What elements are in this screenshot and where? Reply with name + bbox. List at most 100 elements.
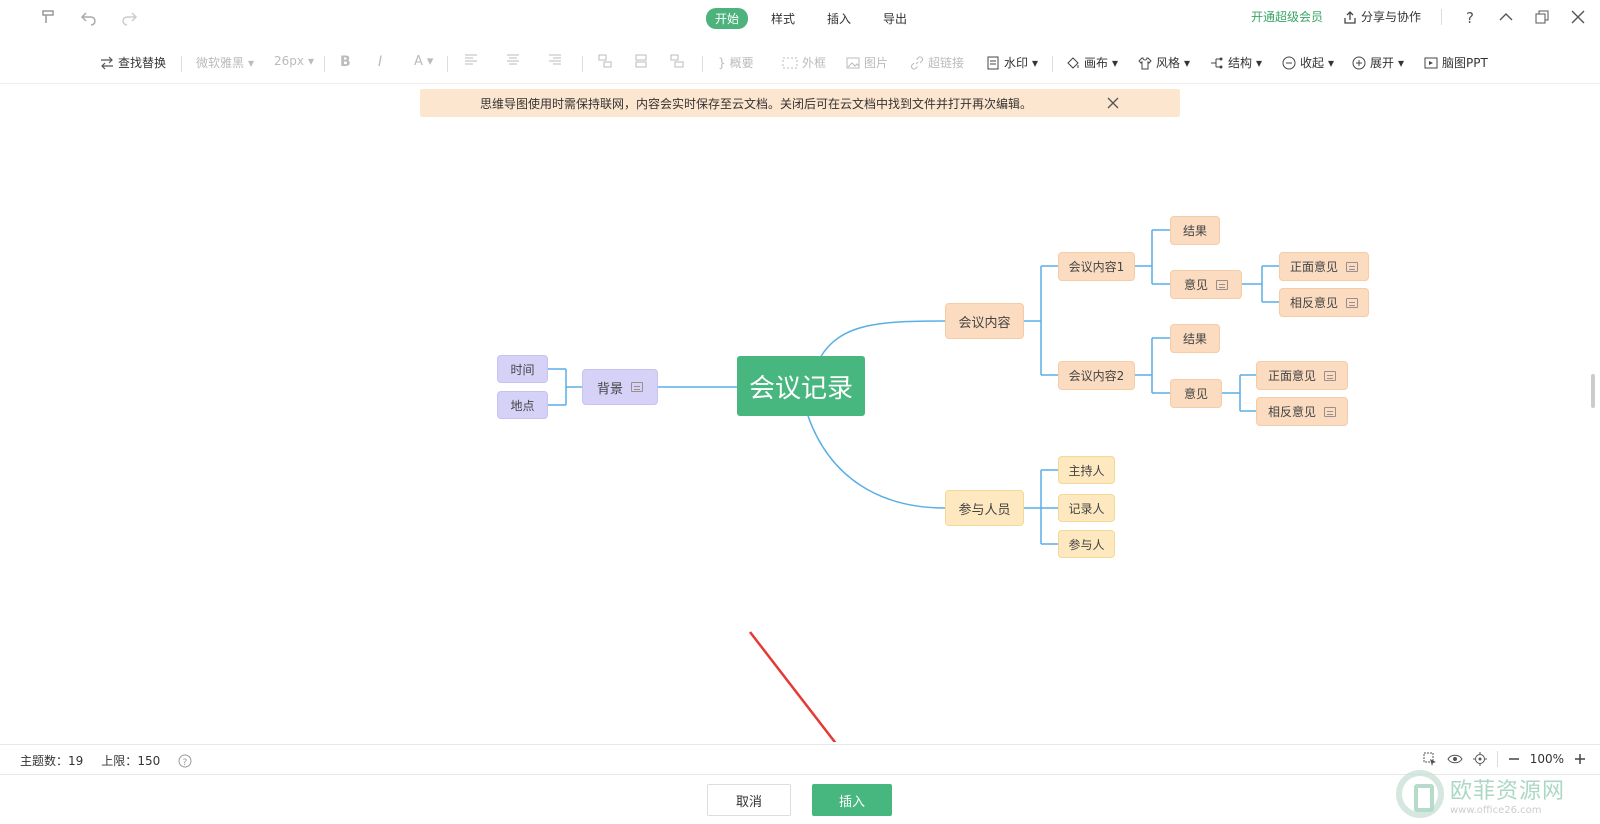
note-icon[interactable] bbox=[1346, 297, 1358, 308]
insert-parent-topic-button[interactable] bbox=[670, 54, 684, 68]
summary-button[interactable]: }概要 bbox=[718, 54, 754, 71]
topic-participants[interactable]: 参与人员 bbox=[945, 490, 1024, 526]
topic-label: 结果 bbox=[1182, 224, 1207, 238]
insert-button[interactable]: 插入 bbox=[812, 784, 892, 816]
note-icon[interactable] bbox=[1216, 279, 1228, 290]
topic-attendee[interactable]: 参与人 bbox=[1058, 530, 1115, 558]
mindmap-canvas[interactable]: 会议记录 背景 时间 地点 会议内容 会议内容1 结果 意见 正面意见 相反意见… bbox=[0, 118, 1600, 742]
restore-window-icon[interactable] bbox=[1534, 9, 1550, 25]
topic-opinion-1[interactable]: 意见 bbox=[1170, 270, 1242, 299]
structure-icon bbox=[1211, 57, 1223, 68]
divider bbox=[181, 56, 182, 72]
tab-start[interactable]: 开始 bbox=[706, 8, 749, 29]
undo-icon[interactable] bbox=[80, 8, 98, 26]
topic-content-2[interactable]: 会议内容2 bbox=[1058, 361, 1135, 390]
help-circle-icon[interactable]: ? bbox=[178, 754, 192, 768]
close-icon[interactable] bbox=[1570, 9, 1586, 25]
zoom-level: 100% bbox=[1529, 752, 1564, 766]
image-label: 图片 bbox=[864, 56, 889, 70]
align-center-button[interactable] bbox=[506, 54, 520, 66]
font-family-select[interactable]: 微软雅黑▾ bbox=[196, 54, 254, 71]
topic-place[interactable]: 地点 bbox=[497, 391, 548, 419]
topic-host[interactable]: 主持人 bbox=[1058, 456, 1115, 484]
topic-limit: 上限：150 bbox=[101, 752, 160, 769]
watermark-button[interactable]: 水印▾ bbox=[986, 54, 1038, 71]
tab-export[interactable]: 导出 bbox=[883, 12, 908, 26]
format-painter-icon[interactable] bbox=[40, 8, 58, 26]
topic-label: 会议内容1 bbox=[1068, 260, 1125, 274]
mindmap-ppt-button[interactable]: 脑图PPT bbox=[1424, 54, 1488, 71]
locate-icon[interactable] bbox=[1472, 752, 1487, 766]
help-icon[interactable]: ? bbox=[1462, 9, 1478, 25]
outer-frame-button[interactable]: 外框 bbox=[782, 54, 826, 71]
find-replace-button[interactable]: 查找替换 bbox=[100, 54, 166, 71]
vip-link[interactable]: 开通超级会员 bbox=[1250, 10, 1323, 24]
link-icon bbox=[911, 56, 923, 69]
tab-insert[interactable]: 插入 bbox=[827, 12, 852, 26]
topic-label: 相反意见 bbox=[1267, 405, 1316, 419]
dialog-footer: 取消 插入 bbox=[0, 774, 1600, 824]
divider bbox=[702, 56, 703, 72]
close-icon[interactable] bbox=[1106, 96, 1120, 110]
banner-text: 思维导图使用时需保持联网，内容会实时保存至云文档。关闭后可在云文档中找到文件并打… bbox=[480, 96, 1033, 111]
collapse-button[interactable]: 收起▾ bbox=[1282, 54, 1334, 71]
topic-label: 参与人员 bbox=[958, 502, 1011, 518]
note-icon[interactable] bbox=[1324, 370, 1336, 381]
align-left-button[interactable] bbox=[464, 54, 478, 66]
font-size-select[interactable]: 26px▾ bbox=[274, 54, 314, 68]
image-button[interactable]: 图片 bbox=[846, 54, 888, 71]
share-button[interactable]: 分享与协作 bbox=[1343, 8, 1421, 25]
expand-button[interactable]: 展开▾ bbox=[1352, 54, 1404, 71]
chevron-up-icon[interactable] bbox=[1498, 9, 1514, 25]
tab-style[interactable]: 样式 bbox=[771, 12, 796, 26]
hyperlink-button[interactable]: 超链接 bbox=[910, 54, 964, 71]
topic-label: 地点 bbox=[510, 398, 535, 413]
minus-circle-icon bbox=[1282, 56, 1296, 69]
style-button[interactable]: 风格▾ bbox=[1138, 54, 1190, 71]
zoom-in-icon[interactable] bbox=[1574, 753, 1586, 765]
topic-result-2[interactable]: 结果 bbox=[1170, 324, 1220, 353]
image-icon bbox=[846, 57, 860, 68]
topic-negative-1[interactable]: 相反意见 bbox=[1279, 288, 1369, 317]
paint-bucket-icon bbox=[1067, 56, 1079, 69]
topic-recorder[interactable]: 记录人 bbox=[1058, 494, 1115, 522]
vertical-scrollbar[interactable] bbox=[1591, 374, 1595, 408]
topic-time[interactable]: 时间 bbox=[497, 355, 548, 383]
collapse-label: 收起 bbox=[1300, 56, 1325, 70]
eye-icon[interactable] bbox=[1447, 752, 1463, 766]
topic-result-1[interactable]: 结果 bbox=[1170, 216, 1220, 245]
redo-icon[interactable] bbox=[120, 8, 138, 26]
note-icon[interactable] bbox=[1324, 406, 1336, 417]
topic-limit-label: 上限： bbox=[101, 754, 138, 768]
structure-button[interactable]: 结构▾ bbox=[1210, 54, 1262, 71]
font-color-button[interactable]: A▾ bbox=[414, 54, 433, 69]
select-cursor-icon[interactable] bbox=[1423, 752, 1437, 766]
align-left-icon bbox=[465, 54, 477, 65]
bold-icon: B bbox=[340, 54, 351, 70]
topic-positive-1[interactable]: 正面意见 bbox=[1279, 252, 1369, 281]
italic-button[interactable]: I bbox=[378, 54, 382, 70]
bold-button[interactable]: B bbox=[340, 54, 351, 70]
topic-meeting-content[interactable]: 会议内容 bbox=[945, 303, 1024, 339]
child-topic-icon bbox=[598, 54, 612, 68]
insert-sibling-topic-button[interactable] bbox=[634, 54, 648, 68]
outer-frame-label: 外框 bbox=[802, 56, 827, 70]
parent-topic-icon bbox=[670, 54, 684, 68]
dropdown-arrow-icon: ▾ bbox=[1032, 55, 1039, 70]
topic-negative-2[interactable]: 相反意见 bbox=[1256, 397, 1348, 426]
canvas-button[interactable]: 画布▾ bbox=[1066, 54, 1118, 71]
topic-opinion-2[interactable]: 意见 bbox=[1170, 379, 1222, 408]
zoom-out-icon[interactable] bbox=[1508, 753, 1520, 765]
watermark-icon bbox=[987, 56, 999, 69]
dropdown-arrow-icon: ▾ bbox=[426, 54, 434, 69]
cancel-button[interactable]: 取消 bbox=[707, 784, 791, 816]
topic-content-1[interactable]: 会议内容1 bbox=[1058, 252, 1135, 281]
topic-background[interactable]: 背景 bbox=[582, 369, 658, 405]
dropdown-arrow-icon: ▾ bbox=[1398, 55, 1405, 70]
root-topic[interactable]: 会议记录 bbox=[737, 356, 865, 416]
note-icon[interactable] bbox=[1346, 261, 1358, 272]
insert-child-topic-button[interactable] bbox=[598, 54, 612, 68]
align-right-button[interactable] bbox=[548, 54, 562, 66]
topic-positive-2[interactable]: 正面意见 bbox=[1256, 361, 1348, 390]
note-icon[interactable] bbox=[631, 382, 643, 392]
